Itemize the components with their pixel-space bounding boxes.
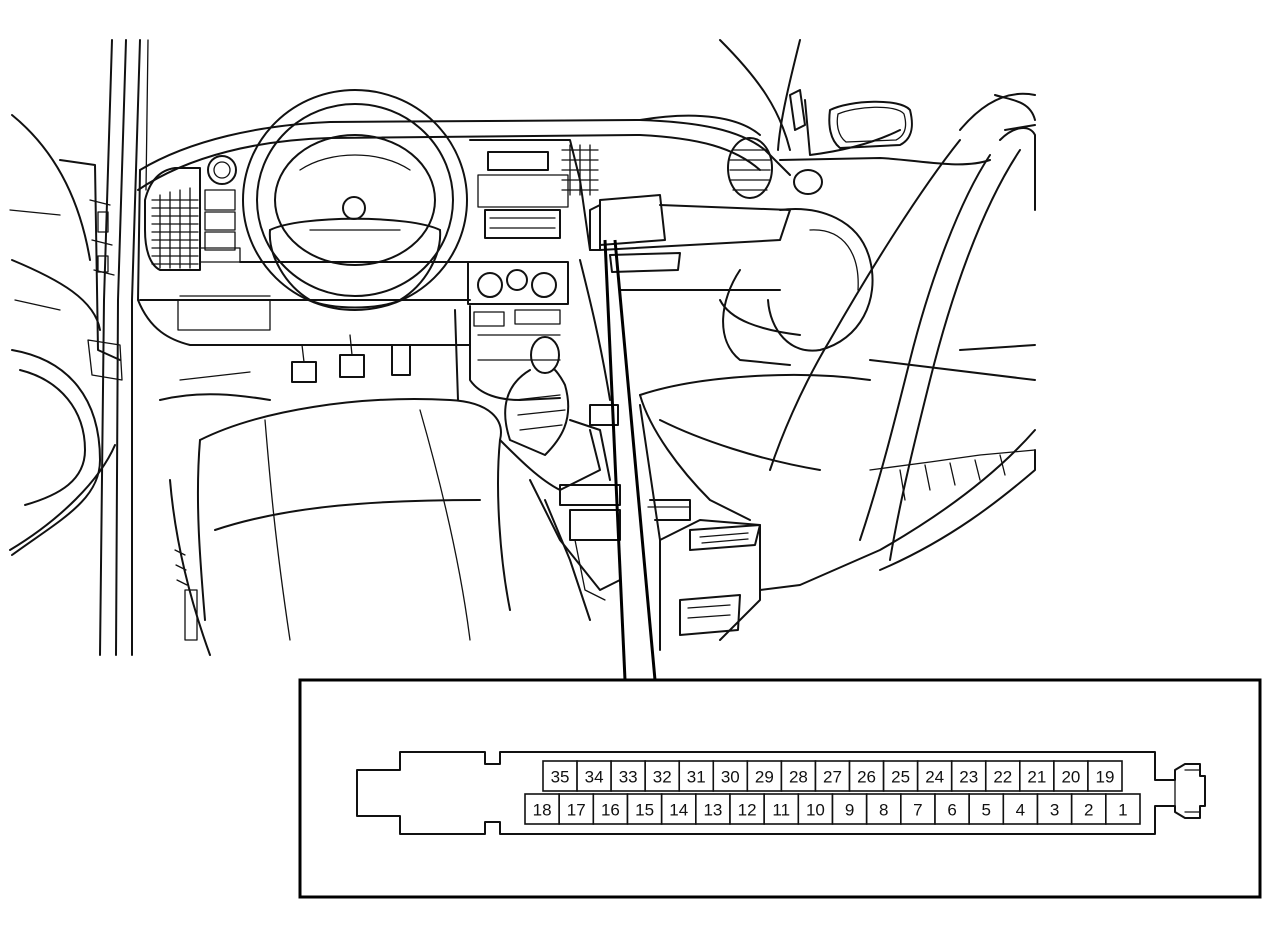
connector-pin-label: 3	[1050, 801, 1059, 820]
car-interior-illustration	[9, 39, 1036, 656]
connector-pin-cell	[542, 760, 578, 792]
connector-pin-cell	[712, 760, 749, 792]
left-door-frame	[59, 39, 149, 656]
connector-pin-label: 23	[959, 768, 978, 787]
connector-pin-label: 9	[845, 801, 854, 820]
connector-pin-cell	[968, 793, 1005, 825]
connector-pin-label: 35	[551, 768, 570, 787]
connector-pin-label: 32	[653, 768, 672, 787]
connector-pin-label: 18	[533, 801, 552, 820]
connector-pin-cell	[882, 760, 919, 792]
connector-pin-label: 13	[703, 801, 722, 820]
connector-pin-cell	[1087, 760, 1123, 792]
right-pillar-mirror	[719, 39, 991, 195]
connector-pin-row-top: 35 34 33 32 31 30 29 28 27 26 25 24 23 22 21 20 19	[542, 760, 1123, 792]
connector-pin-cell	[576, 760, 612, 792]
connector-pin-cell	[592, 793, 629, 825]
connector-pin-row-bottom: 18 17 16 15 14 13 12 11 10 9 8 7 6 5 4 3 2 1	[524, 793, 1141, 825]
connector-pin-label: 14	[669, 801, 688, 820]
connector-pin-cell	[1105, 793, 1141, 825]
front-seats	[169, 374, 871, 656]
connector-pin-label: 19	[1096, 768, 1115, 787]
connector-pin-label: 12	[738, 801, 757, 820]
connector-pin-label: 34	[585, 768, 604, 787]
pedals	[291, 334, 411, 383]
connector-pin-label: 10	[806, 801, 825, 820]
connector-pin-label: 2	[1084, 801, 1093, 820]
connector-pin-label: 25	[891, 768, 910, 787]
dashboard	[137, 119, 791, 346]
connector-pin-cell	[1036, 793, 1073, 825]
connector-pin-cell	[695, 793, 731, 825]
connector-pin-label: 28	[789, 768, 808, 787]
connector-pin-cell	[984, 760, 1021, 792]
connector-pin-cell	[1053, 760, 1089, 792]
left-door-panel	[9, 114, 101, 556]
connector-pin-label: 26	[857, 768, 876, 787]
connector-pin-label: 33	[619, 768, 638, 787]
connector-pin-label: 6	[947, 801, 956, 820]
leader-line	[603, 239, 657, 681]
connector-pin-cell	[1002, 793, 1039, 825]
connector-pin-label: 31	[687, 768, 706, 787]
connector-pin-cell	[610, 760, 646, 792]
connector-pin-label: 7	[913, 801, 922, 820]
connector-pin-label: 11	[772, 801, 790, 820]
connector-pin-label: 15	[635, 801, 654, 820]
center-console	[454, 139, 621, 621]
connector-pin-label: 4	[1016, 801, 1025, 820]
connector-pin-cell	[848, 760, 885, 792]
passenger-seat	[719, 92, 1036, 591]
connector-pin-cell	[746, 760, 783, 792]
connector-pin-cell	[780, 760, 817, 792]
connector-pin-label: 5	[982, 801, 991, 820]
steering-wheel	[242, 89, 468, 311]
connector-pin-cell	[1070, 793, 1107, 825]
connector-pin-label: 8	[879, 801, 888, 820]
left-vent-grille	[151, 187, 199, 269]
connector-housing	[356, 751, 1206, 835]
connector-pin-cell	[916, 760, 953, 792]
connector-pin-label: 27	[823, 768, 842, 787]
connector-pin-cell	[626, 793, 663, 825]
connector-pin-label: 17	[567, 801, 586, 820]
connector-pin-cell	[900, 793, 936, 825]
connector-pin-label: 1	[1118, 801, 1127, 820]
right-dash	[579, 114, 791, 401]
connector-pin-cell	[524, 793, 560, 825]
connector-pin-label: 21	[1027, 768, 1046, 787]
connector-pin-label: 16	[601, 801, 620, 820]
connector-pin-cell	[950, 760, 987, 792]
connector-pin-label: 22	[993, 768, 1012, 787]
connector-pin-label: 24	[925, 768, 944, 787]
connector-pin-cell	[678, 760, 715, 792]
floor-lines	[9, 371, 619, 551]
connector-pin-label: 29	[755, 768, 774, 787]
connector-pin-cell	[763, 793, 800, 825]
connector-pin-label: 30	[721, 768, 740, 787]
connector-pin-label: 20	[1061, 768, 1080, 787]
connector-pin-cell	[831, 793, 868, 825]
connector-pin-cell	[558, 793, 595, 825]
